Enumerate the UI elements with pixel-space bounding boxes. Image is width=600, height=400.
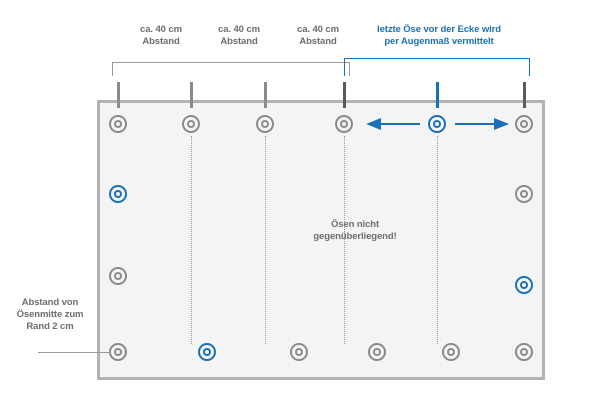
- eyelet: [256, 115, 274, 133]
- dimension-tick: [263, 82, 267, 108]
- dimension-tick: [116, 82, 120, 108]
- arrow-right-icon: [455, 118, 509, 130]
- arrow-left-icon: [366, 118, 420, 130]
- alignment-guide: [344, 136, 345, 344]
- alignment-guide: [265, 136, 266, 344]
- eyelet: [109, 267, 127, 285]
- eyelet: [290, 343, 308, 361]
- alignment-guide: [437, 136, 438, 344]
- dimension-bracket: [344, 58, 530, 76]
- dimension-tick: [522, 82, 526, 108]
- alignment-guide: [191, 136, 192, 344]
- eyelet-highlighted: [198, 343, 216, 361]
- dimension-bracket: [112, 62, 350, 76]
- eyelet-highlighted: [109, 185, 127, 203]
- eyelet: [515, 343, 533, 361]
- label-edge-distance-note: Abstand von Ösenmitte zum Rand 2 cm: [16, 297, 84, 332]
- label-spacing-segment-1: ca. 40 cm Abstand: [140, 24, 182, 47]
- label-staggered-eyelets-note: Ösen nicht gegenüberliegend!: [313, 219, 397, 242]
- eyelet-highlighted: [428, 115, 446, 133]
- eyelet: [182, 115, 200, 133]
- eyelet-highlighted: [515, 276, 533, 294]
- label-corner-eyelet-note: letzte Öse vor der Ecke wird per Augenma…: [377, 24, 501, 47]
- eyelet: [368, 343, 386, 361]
- eyelet: [442, 343, 460, 361]
- eyelet: [335, 115, 353, 133]
- eyelet: [515, 115, 533, 133]
- edge-distance-leader-line: [38, 352, 110, 353]
- label-spacing-segment-3: ca. 40 cm Abstand: [297, 24, 339, 47]
- eyelet: [109, 343, 127, 361]
- dimension-tick: [342, 82, 346, 108]
- dimension-tick: [189, 82, 193, 108]
- eyelet: [109, 115, 127, 133]
- dimension-tick: [435, 82, 439, 108]
- eyelet: [515, 185, 533, 203]
- label-spacing-segment-2: ca. 40 cm Abstand: [218, 24, 260, 47]
- tarp-body: [97, 100, 545, 380]
